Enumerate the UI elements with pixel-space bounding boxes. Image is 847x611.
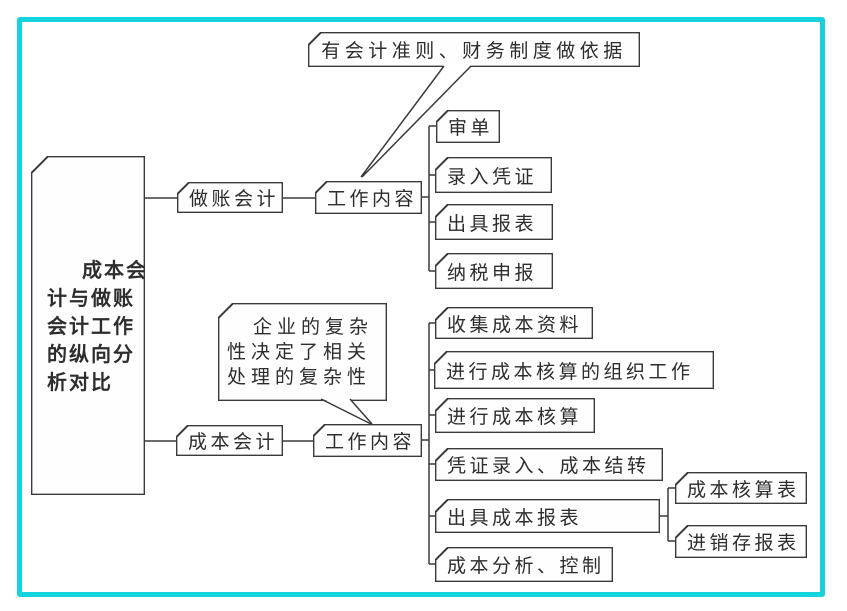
node-bookkeeping-accounting: 做账会计 <box>177 182 283 213</box>
callout-accounting-standards-basis: 有会计准则、财务制度做依据 <box>308 32 640 67</box>
node-perform-cost-accounting-label: 进行成本核算 <box>447 406 583 428</box>
node-voucher-entry-cost-carryover: 凭证录入、成本结转 <box>435 448 663 481</box>
node-issue-reports-label: 出具报表 <box>447 212 538 235</box>
root-line-2: 计与做账 <box>47 285 135 310</box>
root-node: 成本会 计与做账 会计工作 的纵向分 析对比 <box>31 156 145 495</box>
node-cost-accounting-label: 成本会计 <box>188 431 279 453</box>
node-audit-documents-label: 审单 <box>448 117 494 139</box>
node-cost-accounting: 成本会计 <box>176 425 283 456</box>
node-voucher-entry-cost-carryover-label: 凭证录入、成本结转 <box>447 455 650 477</box>
node-tax-filing-label: 纳税申报 <box>447 261 538 284</box>
callout-complexity-line-3: 处理的复杂性 <box>227 365 372 388</box>
callout-accounting-standards-basis-label: 有会计准则、财务制度做依据 <box>321 40 627 62</box>
node-cost-analysis-control: 成本分析、控制 <box>435 547 613 582</box>
root-line-3: 会计工作 <box>47 313 135 338</box>
node-work-content-bookkeeping-label: 工作内容 <box>327 188 418 210</box>
node-issue-cost-reports-label: 出具成本报表 <box>447 506 583 529</box>
node-issue-reports: 出具报表 <box>435 204 553 240</box>
node-purchase-sales-inventory-report: 进销存报表 <box>675 525 807 558</box>
node-cost-accounting-organization-work-label: 进行成本核算的组织工作 <box>446 360 694 383</box>
node-work-content-cost: 工作内容 <box>313 424 422 457</box>
node-perform-cost-accounting: 进行成本核算 <box>435 398 595 433</box>
node-work-content-cost-label: 工作内容 <box>325 431 416 453</box>
node-cost-accounting-organization-work: 进行成本核算的组织工作 <box>434 351 714 389</box>
callout-complexity-line-1: 企业的复杂 <box>253 315 374 338</box>
node-collect-cost-data-label: 收集成本资料 <box>447 313 583 336</box>
node-collect-cost-data: 收集成本资料 <box>435 307 593 339</box>
node-audit-documents: 审单 <box>436 110 500 143</box>
node-enter-vouchers-label: 录入凭证 <box>447 165 538 188</box>
node-cost-analysis-control-label: 成本分析、控制 <box>447 555 605 577</box>
root-line-1: 成本会 <box>82 257 145 282</box>
node-bookkeeping-accounting-label: 做账会计 <box>189 188 280 210</box>
node-cost-accounting-table-label: 成本核算表 <box>687 478 800 501</box>
node-issue-cost-reports: 出具成本报表 <box>435 499 660 533</box>
callout-enterprise-complexity: 企业的复杂 性决定了相关 处理的复杂性 <box>218 303 387 401</box>
callout-enterprise-complexity-label: 企业的复杂 性决定了相关 处理的复杂性 <box>218 303 387 401</box>
root-line-4: 的纵向分 <box>47 341 135 366</box>
root-line-5: 析对比 <box>47 369 113 394</box>
node-cost-accounting-table: 成本核算表 <box>675 472 807 504</box>
root-node-label: 成本会 计与做账 会计工作 的纵向分 析对比 <box>31 156 145 495</box>
callout-complexity-line-2: 性决定了相关 <box>227 340 372 363</box>
node-work-content-bookkeeping: 工作内容 <box>315 181 422 214</box>
node-purchase-sales-inventory-report-label: 进销存报表 <box>687 532 800 554</box>
node-enter-vouchers: 录入凭证 <box>435 157 552 193</box>
node-tax-filing: 纳税申报 <box>435 253 553 289</box>
